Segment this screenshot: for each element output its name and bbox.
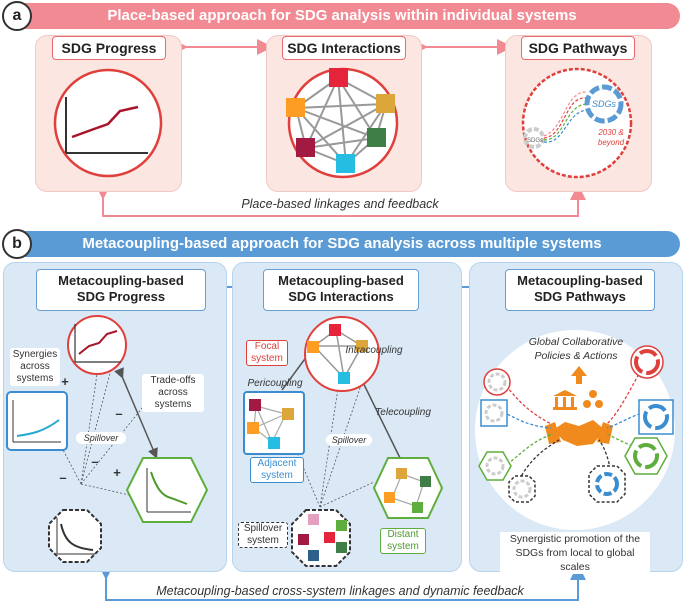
sdg-square-maroon [296, 138, 315, 157]
minus-sign-1: – [115, 406, 123, 421]
pathways-visual-a [521, 67, 633, 179]
sdg-square-cyan [336, 154, 355, 173]
pathways-visual-b [475, 330, 675, 530]
plus-sign-1: + [61, 374, 69, 389]
title-a-interactions: SDG Interactions [282, 36, 406, 60]
sdg-square-mustard [376, 94, 395, 113]
arrow-feedback-a [95, 184, 586, 217]
interactions-visual-b [243, 316, 444, 567]
pathways-2030: 2030 &beyond [597, 128, 625, 147]
handshake-icon [545, 420, 613, 446]
arrow-feedback-b [98, 564, 586, 601]
progress-chart-a [53, 68, 163, 178]
caption-b: Metacoupling-based cross-system linkages… [156, 584, 524, 598]
people-icon [583, 390, 603, 408]
label-intracoupling: Intracoupling [345, 345, 403, 356]
title-a-pathways: SDG Pathways [521, 36, 635, 60]
plus-sign-2: + [113, 465, 121, 480]
sdg-square-green [367, 128, 386, 147]
interactions-network-a [286, 67, 399, 179]
pathways-sdgs-big: SDGs [591, 99, 616, 109]
label-spillover-b2: Spillover [326, 434, 372, 446]
pathways-sdgs-small: SDGs [526, 138, 543, 144]
label-pericoupling: Pericoupling [247, 378, 303, 389]
banner-b: Metacoupling-based approach for SDG anal… [4, 231, 680, 257]
sdg-square-orange [286, 98, 305, 117]
minus-sign-3: – [91, 454, 99, 469]
label-spillover-b1: Spillover [76, 432, 126, 444]
caption-a: Place-based linkages and feedback [241, 197, 439, 211]
label-telecoupling: Telecoupling [375, 407, 431, 418]
bank-icon [553, 390, 577, 410]
sdg-square-red [329, 68, 348, 87]
title-a-progress: SDG Progress [52, 36, 166, 60]
minus-sign-2: – [59, 470, 67, 485]
section-a-letter: a [2, 1, 32, 31]
banner-a: Place-based approach for SDG analysis wi… [4, 3, 680, 29]
section-b-letter: b [2, 229, 32, 259]
upward-arrow-icon [571, 366, 587, 384]
